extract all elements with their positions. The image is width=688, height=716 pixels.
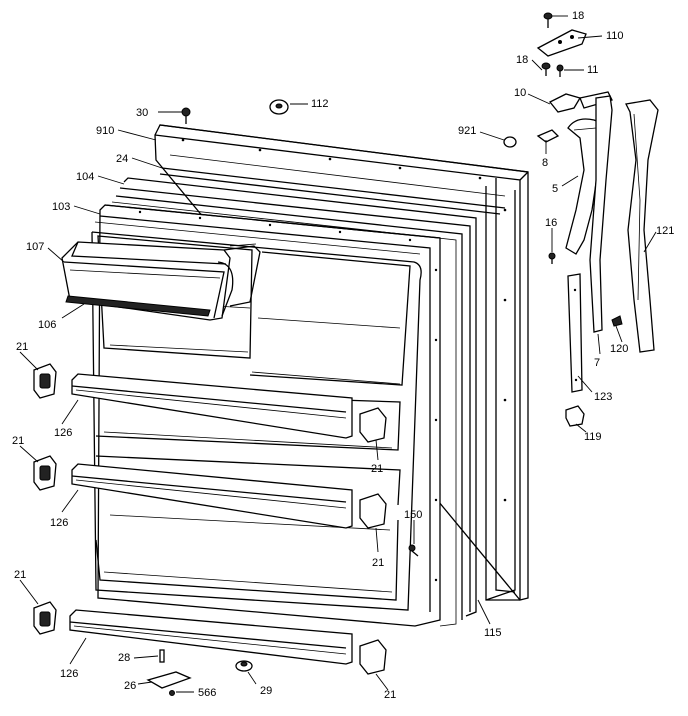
door-gasket [111,177,477,627]
callout-21-right-2: 21 [372,557,384,569]
screw-30 [181,107,191,124]
handle-cover-121 [625,99,659,353]
callout-29: 29 [260,685,272,697]
shelf-end-cap-right-1 [359,407,387,443]
shelf-end-cap-right-2 [359,493,387,529]
callout-126-upper: 126 [54,427,72,439]
door-shelf-upper [71,373,353,439]
callout-120: 120 [610,343,628,355]
callout-21-left-1: 21 [16,341,28,353]
callout-30: 30 [136,107,148,119]
callout-24: 24 [116,153,128,165]
callout-21-left-2: 21 [12,435,24,447]
callout-16: 16 [545,217,557,229]
callout-104: 104 [76,171,94,183]
bracket-26 [146,671,192,689]
door-stop-28 [159,649,165,663]
door-shelf-middle [71,463,353,529]
screw-120 [611,315,623,327]
cap-119 [565,405,585,427]
callout-126-middle: 126 [50,517,68,529]
screw-18-top [543,12,553,28]
dairy-door-hinge [65,295,211,317]
callout-123: 123 [594,391,612,403]
hinge-110 [536,29,587,57]
callout-18-top: 18 [572,10,584,22]
callout-26: 26 [124,680,136,692]
screw-150 [408,544,419,557]
callout-7: 7 [594,357,600,369]
door-shelf-lower [69,609,353,665]
mounting-bracket-123 [567,273,583,393]
callout-28: 28 [118,652,130,664]
screw-11 [556,64,564,77]
callout-126-lower: 126 [60,668,78,680]
shelf-end-cap-left-3 [33,601,57,635]
handle-trim-7 [589,95,613,333]
callout-119: 119 [584,431,602,443]
screw-16 [548,252,556,264]
shelf-end-cap-left-2 [33,455,57,491]
callout-110: 110 [606,30,624,42]
bushing-29 [235,660,253,672]
breaker-strip [159,167,506,215]
callout-10: 10 [514,87,526,99]
callout-921: 921 [458,125,476,137]
screw-566 [169,690,175,696]
callout-8: 8 [542,157,548,169]
callout-21-left-3: 21 [14,569,26,581]
callout-150: 150 [404,509,422,521]
plug-921 [503,136,517,148]
callout-5: 5 [552,183,558,195]
shelf-end-cap-right-3 [359,639,387,675]
leader-lines [19,15,657,693]
callout-121: 121 [656,225,674,237]
callout-566: 566 [198,687,216,699]
screw-18-mid [541,62,551,76]
callout-18-mid: 18 [516,54,528,66]
callout-103: 103 [52,201,70,213]
callout-11: 11 [587,64,598,76]
callout-106: 106 [38,319,56,331]
callout-21-right-1: 21 [371,463,383,475]
callout-112: 112 [311,98,329,110]
callout-107: 107 [26,241,44,253]
callout-21-right-3: 21 [384,689,396,701]
bushing-8 [536,129,560,143]
plug-112 [269,99,289,115]
callout-910: 910 [96,125,114,137]
callout-labels: 18 110 18 11 30 112 10 910 921 8 24 5 10… [12,10,674,701]
shelf-end-cap-left-1 [33,363,57,399]
callout-115: 115 [484,627,502,639]
